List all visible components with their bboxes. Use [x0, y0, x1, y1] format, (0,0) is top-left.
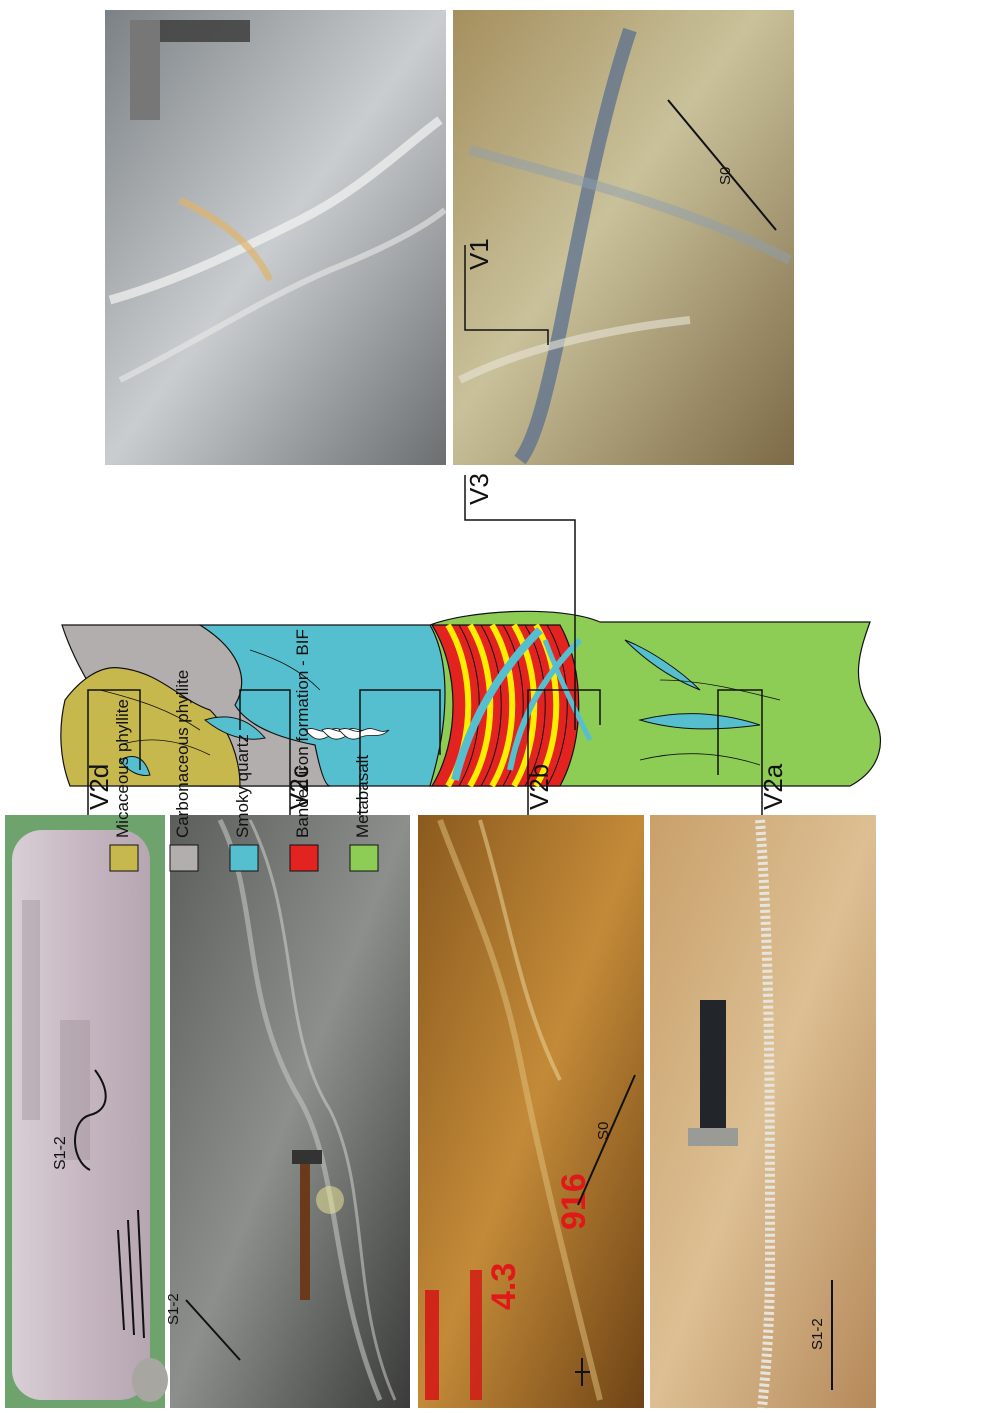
legend-swatch-carbonaceous [170, 845, 198, 871]
v2b-bedding-label: S0 [595, 1122, 612, 1140]
legend-label-micaceous: Micaceous phyllite [113, 699, 132, 838]
photo-v2c-outcrop: S1-2 [165, 815, 410, 1408]
photo-v2d-core: S1-2 [5, 815, 168, 1408]
legend-swatch-metabasalt [350, 845, 378, 871]
label-v2b: V2b [524, 764, 554, 810]
v2c-foliation-label: S1-2 [165, 1293, 182, 1325]
photo-v3-outcrop [105, 10, 446, 465]
legend-swatch-bif [290, 845, 318, 871]
photo-v2b-outcrop: 4.3 916 S0 [418, 815, 644, 1408]
v2b-painted-number-1: 4.3 [485, 1263, 523, 1310]
label-v3: V3 [464, 473, 494, 505]
v1-bedding-label: S0 [717, 167, 734, 185]
legend-swatch-quartz [230, 845, 258, 871]
legend-swatch-micaceous [110, 845, 138, 871]
label-v1: V1 [464, 238, 494, 270]
photo-v2a-outcrop: S1-2 [650, 815, 876, 1408]
legend-label-bif: Banded iron formation - BIF [293, 629, 312, 838]
label-v2d: V2d [84, 764, 114, 810]
bif-unit [432, 625, 579, 786]
core-foliation-label: S1-2 [52, 1136, 69, 1170]
photo-v1-outcrop: S0 [453, 10, 794, 465]
label-v2a: V2a [758, 763, 788, 810]
legend-label-metabasalt: Metabasalt [353, 755, 372, 838]
legend-label-carbonaceous: Carbonaceous phyllite [173, 670, 192, 838]
v2a-foliation-label: S1-2 [809, 1318, 826, 1350]
legend-label-quartz: Smoky quartz [233, 734, 252, 838]
